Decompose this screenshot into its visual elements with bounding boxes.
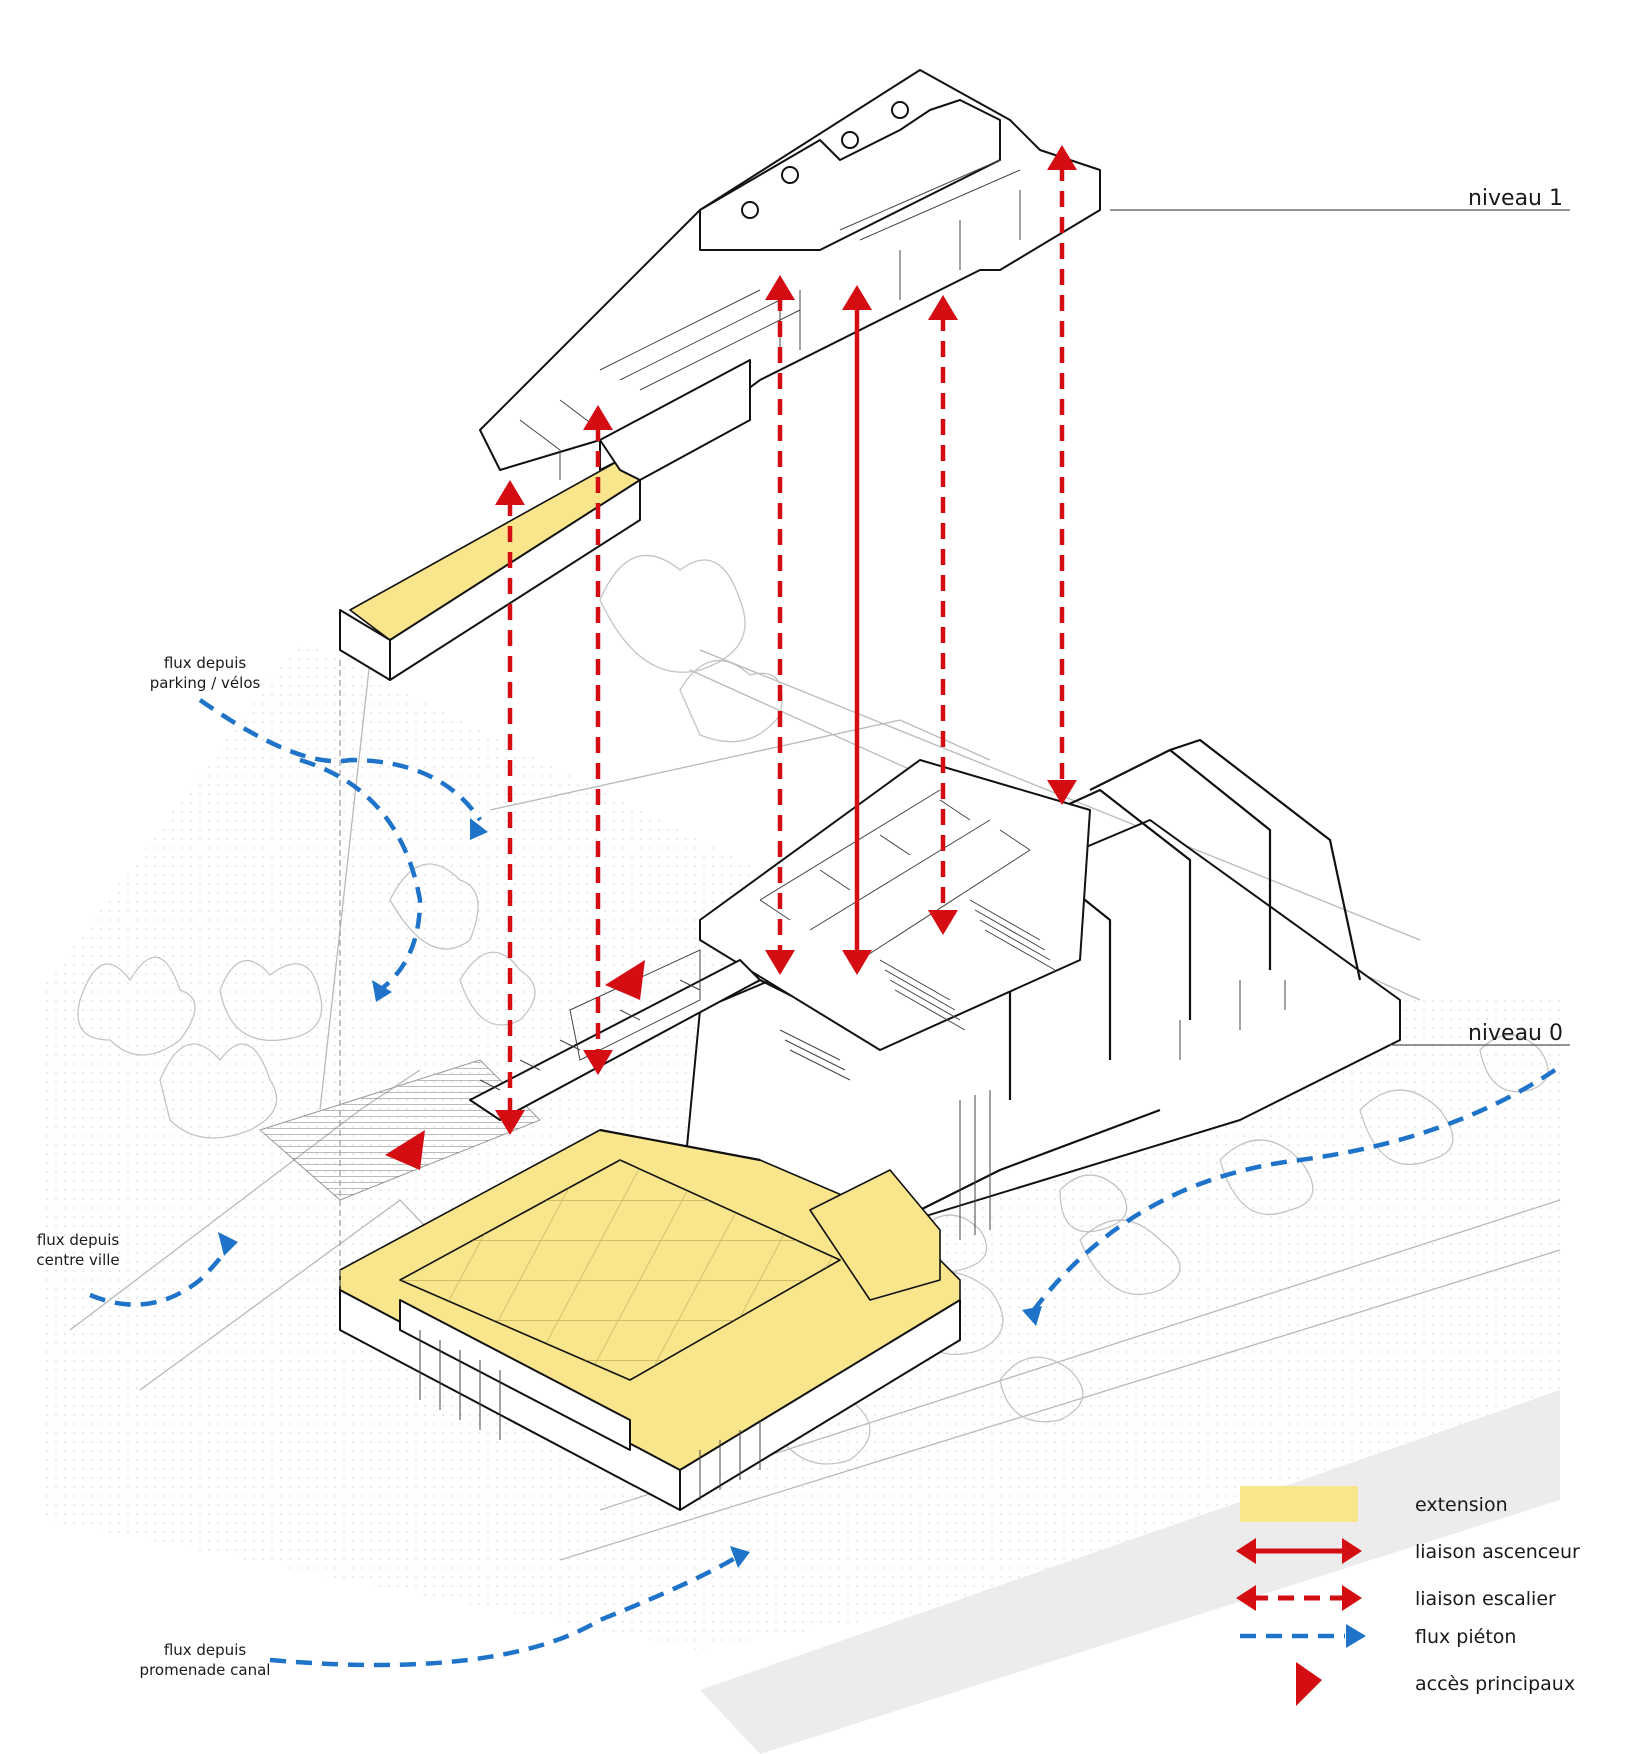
level-0-label: niveau 0 — [1468, 1021, 1563, 1046]
stair-link-2 — [583, 405, 613, 1075]
level-lines — [339, 209, 1570, 1290]
stair-link-3 — [765, 275, 795, 975]
upper-floor-building — [339, 69, 1101, 681]
svg-text:centre ville: centre ville — [36, 1251, 119, 1269]
flow-label-parking: flux depuis parking / vélos — [150, 654, 261, 692]
legend-extension-label: extension — [1415, 1494, 1508, 1516]
legend-stair-swatch — [1236, 1585, 1362, 1611]
svg-text:promenade canal: promenade canal — [140, 1661, 271, 1679]
main-access-marker-1 — [605, 960, 645, 1000]
stair-link-4 — [928, 295, 958, 935]
legend-elevator-label: liaison ascenceur — [1415, 1541, 1580, 1563]
legend-stair-label: liaison escalier — [1415, 1588, 1556, 1610]
trees — [77, 554, 1549, 1465]
legend-pedestrian-label: flux piéton — [1415, 1626, 1516, 1648]
stair-link-1 — [495, 480, 525, 1135]
svg-text:flux depuis: flux depuis — [164, 1641, 247, 1659]
level-1-label: niveau 1 — [1468, 186, 1563, 211]
elevator-link — [842, 285, 872, 975]
legend: extension liaison ascenceur liaison esca… — [1236, 1486, 1580, 1706]
svg-text:flux depuis: flux depuis — [37, 1231, 120, 1249]
legend-access-swatch — [1296, 1662, 1322, 1706]
svg-text:flux depuis: flux depuis — [164, 654, 247, 672]
vertical-links — [385, 145, 1077, 1170]
ground-floor-building — [339, 738, 1401, 1511]
legend-pedestrian-swatch — [1346, 1624, 1366, 1648]
legend-elevator-swatch — [1236, 1538, 1362, 1564]
legend-access-label: accès principaux — [1415, 1673, 1575, 1695]
flow-label-center: flux depuis centre ville — [36, 1231, 119, 1269]
pedestrian-arrowheads — [218, 818, 1042, 1568]
svg-text:parking / vélos: parking / vélos — [150, 674, 261, 692]
flow-label-canal: flux depuis promenade canal — [140, 1641, 271, 1679]
legend-extension-swatch — [1240, 1486, 1358, 1522]
main-access-marker-2 — [385, 1130, 425, 1170]
pedestrian-flows — [89, 698, 1557, 1668]
stair-link-5 — [1047, 145, 1077, 805]
